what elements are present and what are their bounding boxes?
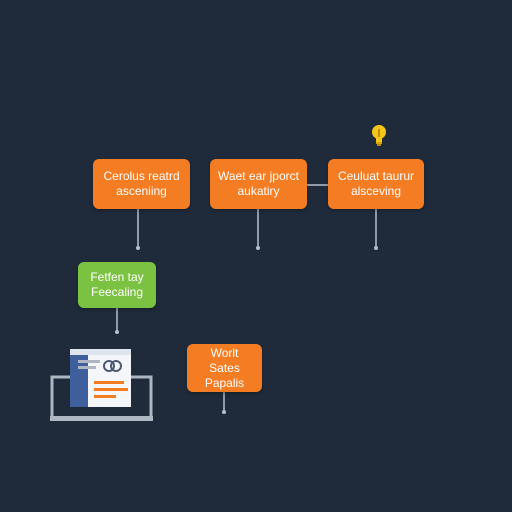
flow-node-4[interactable]: Fetfen tay Feecaling xyxy=(78,262,156,308)
lightbulb-icon xyxy=(372,125,386,146)
flow-node-4-label: Fetfen tay Feecaling xyxy=(90,270,144,299)
flow-node-1[interactable]: Cerolus reatrd asceniing xyxy=(93,159,190,209)
flow-node-3[interactable]: Ceuluat taurur alsceving xyxy=(328,159,424,209)
connector-end-n3 xyxy=(374,246,378,250)
flow-node-2-label: Waet ear jporct aukatiry xyxy=(218,169,299,198)
connector-end-n4 xyxy=(115,330,119,334)
flow-node-5[interactable]: Worlt Sates Papalis xyxy=(187,344,262,392)
flow-node-5-label: Worlt Sates Papalis xyxy=(204,345,245,390)
laptop-document-icon xyxy=(50,349,153,421)
connector-end-n5 xyxy=(222,410,226,414)
flow-node-3-label: Ceuluat taurur alsceving xyxy=(337,169,415,198)
connector-end-n1 xyxy=(136,246,140,250)
connector-end-n2 xyxy=(256,246,260,250)
flow-node-1-label: Cerolus reatrd asceniing xyxy=(103,169,180,198)
flow-node-2[interactable]: Waet ear jporct aukatiry xyxy=(210,159,307,209)
